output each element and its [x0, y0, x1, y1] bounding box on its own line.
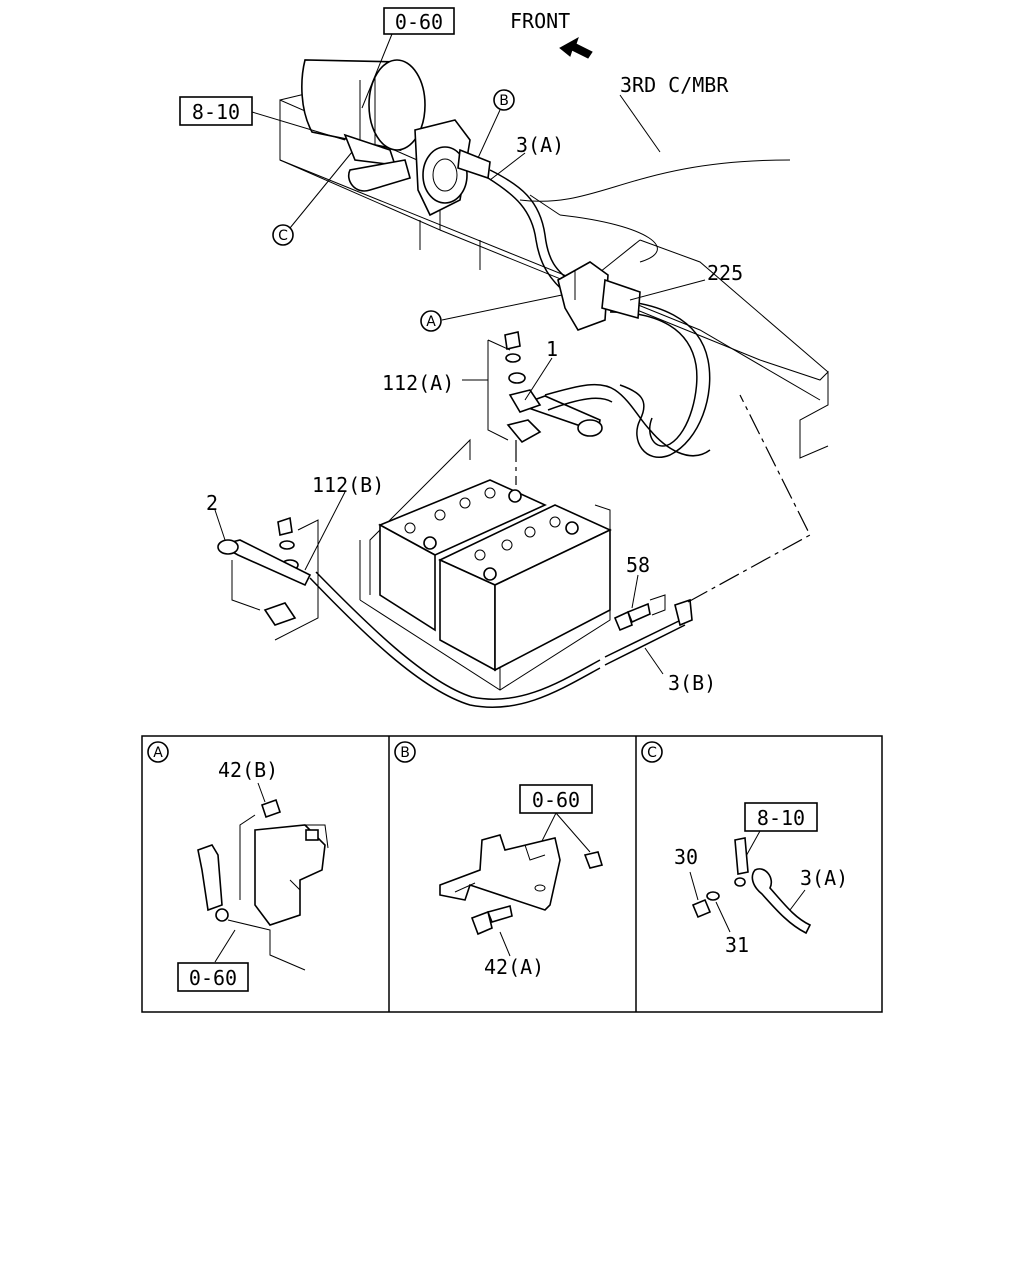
terminal-112a-stack: [487, 331, 542, 485]
third-crossmember: [519, 94, 791, 263]
starter-motor: [301, 59, 491, 217]
third-member-label: 3RD C/MBR: [620, 73, 729, 97]
detail-b-ref-text: 0-60: [532, 788, 580, 812]
cable-3b-label: 3(B): [668, 671, 716, 695]
callout-c-marker: C: [272, 224, 294, 246]
cable-2: [217, 539, 312, 611]
detail-c-washer-label: 31: [725, 933, 749, 957]
part-1-label: 1: [546, 337, 558, 361]
front-arrow-icon: [559, 36, 593, 59]
detail-a-marker: A: [153, 745, 163, 761]
detail-c-marker: C: [647, 745, 657, 761]
front-label: FRONT: [510, 9, 570, 33]
part-112b-label: 112(B): [312, 473, 384, 497]
detail-c-nut-label: 30: [674, 845, 698, 869]
part-225-label: 225: [707, 261, 743, 285]
detail-a-ref-text: 0-60: [189, 966, 237, 990]
detail-panels-frame: [141, 735, 883, 1013]
detail-b-panel: B 0-60 42(A): [394, 741, 604, 979]
callout-a-marker: A: [420, 310, 442, 332]
svg-text:B: B: [499, 93, 509, 109]
ref-box-0-60-top: 0-60: [383, 7, 455, 35]
detail-c-panel: C 8-10 30 3(A) 31: [641, 741, 848, 957]
battery-right: [438, 504, 612, 672]
cable-3b: [309, 394, 811, 709]
bolt-58: [613, 594, 666, 632]
detail-c-cable-label: 3(A): [800, 866, 848, 890]
callout-b-marker: B: [493, 89, 515, 111]
part-58-label: 58: [626, 553, 650, 577]
terminal-112b-stack: [263, 516, 319, 641]
part-112a-label: 112(A): [382, 371, 454, 395]
ref-8-10-text: 8-10: [192, 100, 240, 124]
ref-box-8-10: 8-10: [179, 96, 253, 126]
battery-left: [378, 479, 547, 632]
part-2-label: 2: [206, 491, 218, 515]
detail-a-panel: A 42(B) 0-60: [147, 741, 329, 992]
detail-c-ref-text: 8-10: [757, 806, 805, 830]
cable-3a-label: 3(A): [516, 133, 564, 157]
detail-b-bolt-label: 42(A): [484, 955, 544, 979]
detail-a-bolt-label: 42(B): [218, 758, 278, 782]
bracket-225: [557, 261, 641, 331]
ref-0-60-top-text: 0-60: [395, 10, 443, 34]
cable-3a-main: [487, 169, 711, 458]
svg-text:C: C: [278, 228, 288, 244]
svg-text:A: A: [426, 314, 436, 330]
leader-lines-main: [214, 33, 706, 675]
detail-b-marker: B: [400, 745, 410, 761]
cable-1: [517, 383, 711, 457]
